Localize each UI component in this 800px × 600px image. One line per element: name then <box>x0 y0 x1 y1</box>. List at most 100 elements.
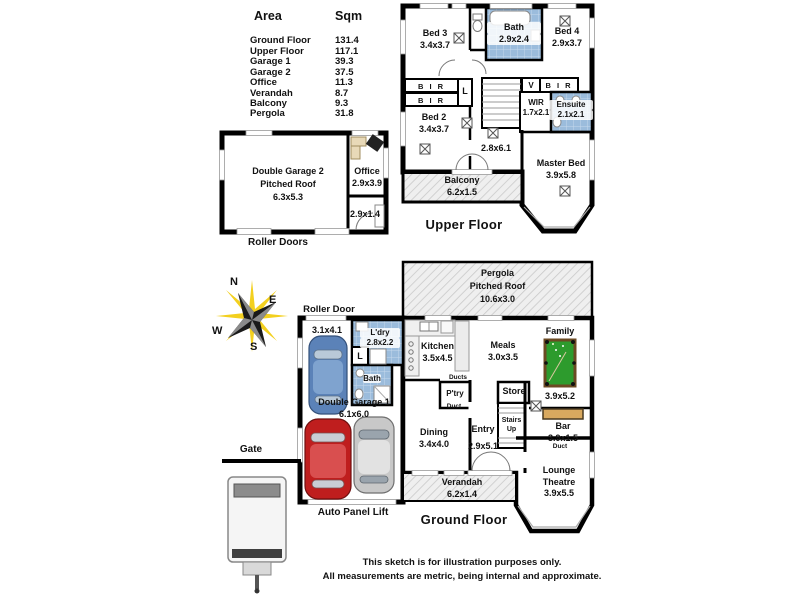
label-bir-2: B I R <box>417 96 446 105</box>
chair-icon <box>365 134 385 152</box>
area-table-header-sqm: Sqm <box>335 9 363 23</box>
roller-door-opening <box>314 228 350 235</box>
label-duct-ptry: Duct <box>446 403 462 410</box>
label-office-store-dims: 2.9x1.4 <box>349 209 381 219</box>
smoke-alarm-icons <box>530 400 542 412</box>
label-ducts: Ducts <box>448 374 468 381</box>
island-bench <box>454 320 470 372</box>
disclaimer-line-2: All measurements are metric, being inter… <box>322 571 602 582</box>
trough-icon <box>374 204 385 228</box>
label-bir-3: B I R <box>545 81 573 90</box>
compass-star-facets <box>228 293 276 347</box>
roller-door-opening <box>236 228 272 235</box>
room-label-dining: Dining 3.4x4.0 <box>418 427 450 449</box>
room-label-ensuite: Ensuite 2.1x2.1 <box>549 100 593 120</box>
label-vent: V <box>528 81 534 90</box>
car-silver <box>353 416 395 494</box>
compass-n: N <box>230 276 238 288</box>
room-label-ldry: L'dry 2.8x2.2 <box>360 328 400 348</box>
desk-icon <box>350 145 361 160</box>
compass-rose <box>216 280 288 352</box>
lounge-bay-window <box>517 505 591 528</box>
toilet-icon <box>354 388 364 400</box>
linen-closet <box>457 78 473 107</box>
room-label-bed2: Bed 2 3.4x3.7 <box>418 112 450 134</box>
label-linen-gf: L <box>357 351 363 361</box>
label-hall-dims: 2.8x6.1 <box>480 143 512 153</box>
label-family-dims: 3.9x5.2 <box>544 391 576 401</box>
kitchen-bench <box>404 335 420 377</box>
trailer-icon <box>227 476 287 594</box>
compass-w: W <box>212 325 223 337</box>
bar-counter <box>542 408 584 420</box>
ground-windows <box>297 315 595 505</box>
smoke-alarm-icons <box>419 15 571 197</box>
label-auto-panel-lift: Auto Panel Lift <box>317 507 389 518</box>
cooktop-icon <box>408 341 414 371</box>
room-label-master: Master Bed 3.9x5.8 <box>536 158 586 180</box>
verandah-area <box>402 472 517 502</box>
label-roller-doors: Roller Doors <box>247 237 308 248</box>
garage2-office-plan <box>219 130 389 235</box>
label-ptry: P'try <box>446 389 464 398</box>
room-label-bed3: Bed 3 3.4x3.7 <box>419 28 451 50</box>
wir-room <box>519 91 552 133</box>
compass-s: S <box>250 341 258 353</box>
room-label-verandah: Verandah 6.2x1.4 <box>441 477 483 499</box>
room-label-kitchen: Kitchen 3.5x4.5 <box>420 341 454 363</box>
stairs-ground <box>497 402 526 449</box>
room-label-entry: Entry 2.9x5.1 <box>467 424 499 451</box>
door-arc <box>471 59 487 75</box>
room-label-garage1: Double Garage 1 6.1x6.0 <box>318 397 390 419</box>
garage2-windows <box>219 130 389 181</box>
pool-table-icon <box>543 338 577 388</box>
label-store: Store <box>502 386 526 396</box>
balcony-area <box>401 170 524 204</box>
area-table-header-area: Area <box>254 9 282 23</box>
room-label-meals: Meals 3.0x3.5 <box>487 340 519 362</box>
room-label-balcony: Balcony 6.2x1.5 <box>444 175 480 197</box>
car-blue <box>308 335 348 415</box>
label-gate: Gate <box>239 444 263 455</box>
washer-icon <box>369 348 387 365</box>
label-bath-gf: Bath <box>363 374 381 383</box>
room-label-bath-upper: Bath 2.9x2.4 <box>487 22 541 45</box>
room-label-office: Office 2.9x3.9 <box>351 166 383 188</box>
door-arc <box>438 59 456 77</box>
label-stairs: Stairs Up <box>501 417 522 433</box>
disclaimer-line-1: This sketch is for illustration purposes… <box>362 557 562 568</box>
room-label-lounge: Lounge Theatre 3.9x5.5 <box>542 465 576 498</box>
upper-floor-title: Upper Floor <box>425 217 503 232</box>
desk-icon <box>350 136 367 147</box>
label-garage-bay-dims: 3.1x4.1 <box>311 325 343 335</box>
label-duct-bar: Duct <box>552 443 568 450</box>
toilet-icon <box>472 13 483 21</box>
label-roller-door: Roller Door <box>303 304 355 315</box>
ground-floor-title: Ground Floor <box>420 512 508 527</box>
room-label-bed4: Bed 4 2.9x3.7 <box>551 26 583 48</box>
appliance-icon <box>440 320 454 334</box>
balcony-door <box>451 169 493 175</box>
car-red <box>304 418 352 500</box>
entry-doors <box>467 470 513 476</box>
door-arc <box>355 212 374 231</box>
room-label-family: Family <box>545 326 575 336</box>
room-label-pergola: Pergola Pitched Roof 10.6x3.0 <box>469 268 526 304</box>
compass-e: E <box>269 294 277 306</box>
room-label-bar: Bar 3.9x1.5 <box>547 421 579 443</box>
panel-lift-door <box>307 499 397 505</box>
basin-icon <box>355 368 365 378</box>
room-label-garage2: Double Garage 2 Pitched Roof 6.3x5.3 <box>252 166 324 202</box>
master-bay-window <box>523 206 591 228</box>
upper-windows <box>400 3 595 181</box>
